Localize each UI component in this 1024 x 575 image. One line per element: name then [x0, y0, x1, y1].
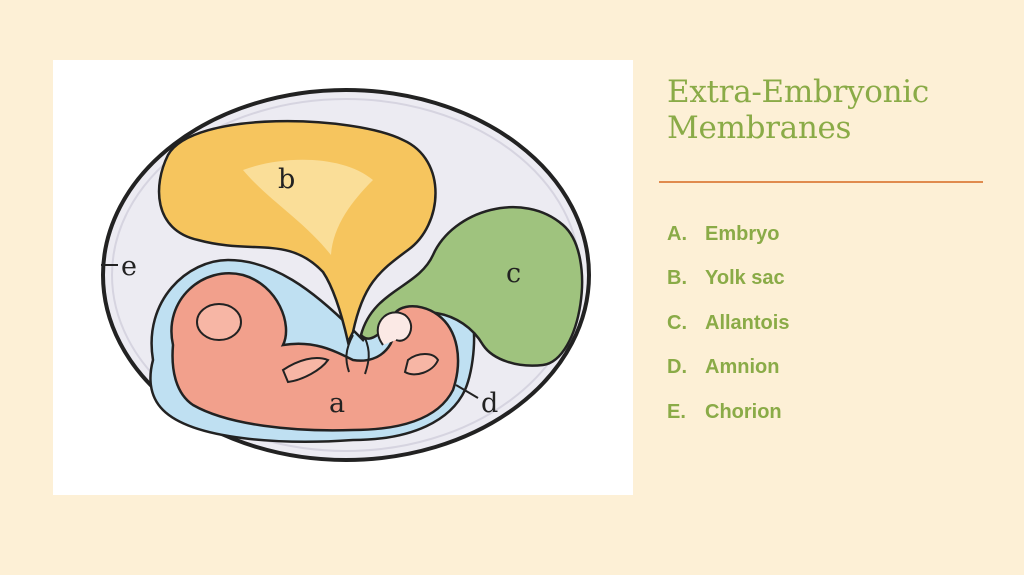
embryo-tail [376, 311, 413, 346]
label-c: c [506, 258, 521, 289]
label-a: a [329, 388, 345, 419]
list-item: A. Embryo [667, 212, 789, 257]
list-item: C. Allantois [667, 301, 789, 346]
slide-title: Extra-Embryonic Membranes [667, 74, 997, 146]
diagram-figure: b c e a d [53, 60, 633, 495]
title-line-2: Membranes [667, 110, 852, 146]
embryo-eye [196, 303, 242, 341]
embryo-shape [170, 272, 460, 432]
label-b: b [278, 164, 295, 195]
list-label: Yolk sac [705, 267, 785, 290]
embryo-leg [403, 353, 440, 376]
list-item: D. Amnion [667, 346, 789, 391]
title-divider [659, 181, 983, 183]
membranes-diagram: b c e a d [101, 88, 591, 462]
list-marker: D. [667, 356, 687, 379]
umbilical-stalk [345, 334, 370, 375]
label-e: e [121, 251, 137, 282]
list-label: Amnion [705, 356, 780, 379]
embryo-arm [281, 357, 330, 384]
membrane-list: A. Embryo B. Yolk sac C. Allantois D. Amnion… [667, 212, 789, 435]
list-label: Allantois [705, 311, 790, 334]
list-marker: B. [667, 267, 687, 290]
yolk-sac-highlight [243, 159, 373, 255]
leader-d [455, 384, 479, 399]
list-item: B. Yolk sac [667, 257, 789, 302]
list-marker: E. [667, 400, 686, 423]
label-d: d [481, 388, 498, 419]
list-marker: A. [667, 222, 687, 245]
title-line-1: Extra-Embryonic [667, 74, 929, 110]
list-label: Chorion [705, 400, 782, 423]
list-item: E. Chorion [667, 390, 789, 435]
list-label: Embryo [705, 222, 780, 245]
list-marker: C. [667, 311, 687, 334]
